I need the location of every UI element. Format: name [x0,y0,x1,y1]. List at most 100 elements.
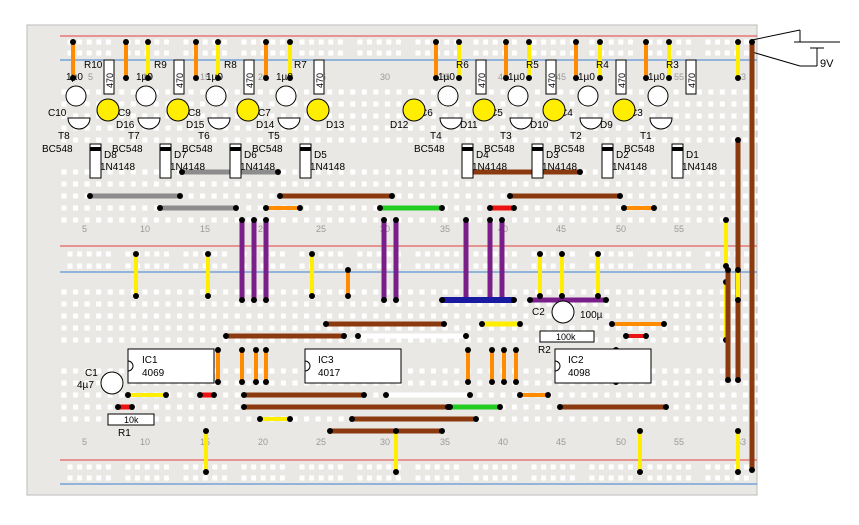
hole [444,464,450,470]
hole [396,337,402,343]
hole [234,125,240,131]
jumper-wire [257,416,293,422]
hole [715,251,721,257]
hole [96,39,102,45]
hole [130,337,136,343]
hole [743,50,749,56]
hole [200,181,206,187]
hole [223,193,229,199]
hole [535,289,541,295]
hole [708,289,714,295]
hole [685,380,691,386]
hole [299,475,305,481]
hole [318,263,324,269]
hole [442,368,448,374]
hole [396,325,402,331]
jumper-wire [133,251,139,299]
hole [211,313,217,319]
hole [442,313,448,319]
col-num: 10 [140,437,150,447]
hole [77,39,83,45]
resistor-value: 470 [245,73,255,88]
hole [234,380,240,386]
hole [742,113,748,119]
hole [639,113,644,119]
hole [84,181,90,187]
jumper-wire [123,39,129,81]
hole [84,217,90,223]
led-ref: D13 [326,120,345,131]
hole [315,181,321,187]
hole [465,137,471,143]
col-num: 25 [316,224,326,234]
hole [153,289,159,295]
hole [589,251,595,257]
hole [61,217,67,223]
hole [454,137,460,143]
jumper-wire [239,217,245,303]
hole [673,217,679,223]
hole [742,368,748,374]
hole [234,313,240,319]
hole [650,169,656,175]
hole [304,301,310,307]
hole [511,301,517,307]
hole [315,313,321,319]
resistor [173,59,185,95]
jumper-wire [157,205,239,211]
capacitor-ref: C9 [118,108,131,119]
hole [719,89,725,95]
hole [673,325,679,331]
hole [511,50,517,56]
hole [639,325,644,331]
hole [696,113,702,119]
wires [70,39,755,475]
hole [73,181,79,187]
hole [260,475,266,481]
hole [473,263,479,269]
hole [454,181,460,187]
hole [309,475,315,481]
hole [96,301,102,307]
jumper-wire [513,347,519,385]
hole [696,368,702,374]
hole [777,337,783,343]
diode-type: 1N4148 [472,162,507,173]
hole [221,50,227,56]
hole [615,416,621,422]
hole [708,313,714,319]
hole [328,39,334,45]
hole [73,217,79,223]
hole [280,301,286,307]
hole [719,193,725,199]
hole [350,337,356,343]
hole [246,325,252,331]
hole [431,325,437,331]
hole [373,217,379,223]
jumper-wire [749,39,755,473]
hole [777,325,783,331]
hole [373,337,379,343]
hole [119,217,125,223]
hole [144,263,150,269]
hole [696,193,702,199]
hole [676,251,682,257]
hole [338,217,344,223]
transistor [277,117,301,130]
hole [257,313,263,319]
hole [165,89,171,95]
hole [153,113,159,119]
hole [130,125,136,131]
hole [546,217,552,223]
hole [246,125,252,131]
hole [280,181,286,187]
r1-resistor: 10k R1 [107,413,155,439]
hole [165,325,171,331]
hole [511,217,517,223]
hole [581,113,587,119]
hole [309,50,315,56]
hole [396,89,402,95]
hole [86,251,92,257]
hole [531,464,537,470]
hole [546,137,552,143]
